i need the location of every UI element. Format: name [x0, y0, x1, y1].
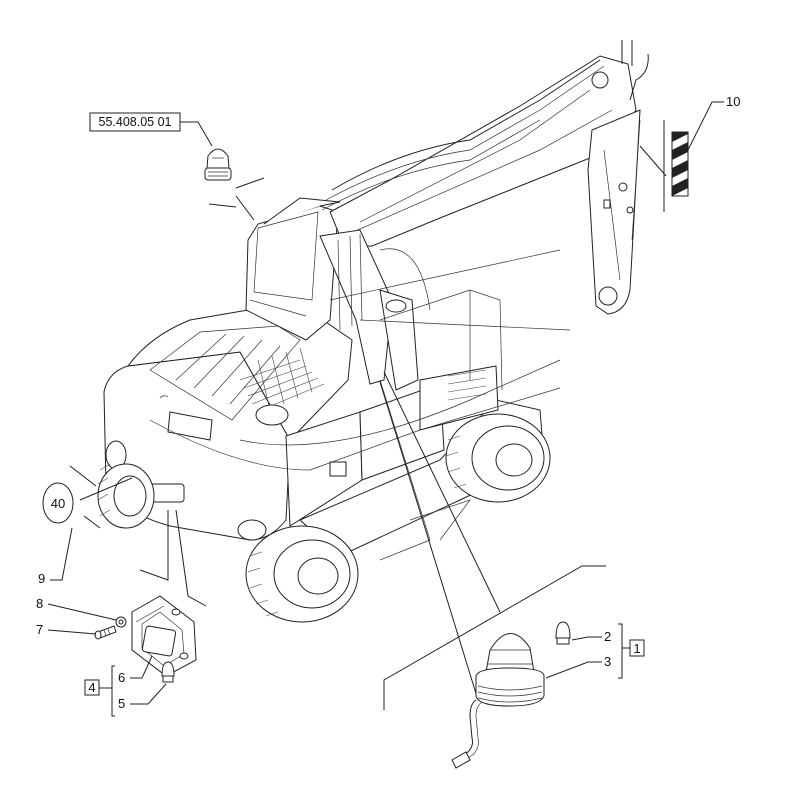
warning-stripe-decal: [639, 120, 689, 212]
callout-2-leader: [571, 636, 602, 641]
engine-hood: [126, 309, 353, 441]
callout-10[interactable]: 10: [687, 94, 740, 151]
callout-8[interactable]: 8: [36, 596, 117, 621]
callout-6-label: 6: [118, 670, 125, 685]
excavator-illustration: [97, 40, 649, 623]
wheel-front-right: [445, 413, 551, 503]
callout-4-bracket: [111, 665, 115, 717]
boom-cylinder: [319, 229, 393, 385]
bulb-beacon-icon: [555, 621, 571, 645]
callout-7-label: 7: [36, 622, 43, 637]
callout-10-leader: [687, 101, 724, 151]
speed-sign[interactable]: 40: [42, 482, 74, 524]
engine-grille: [239, 347, 325, 413]
reference-code: 55.408.05 01: [99, 115, 172, 129]
callout-10-label: 10: [726, 94, 740, 109]
callout-7-leader: [47, 629, 97, 635]
beacon-leaders: [379, 371, 606, 710]
plate-lamp-marks: [139, 509, 207, 607]
callout-2[interactable]: 2: [571, 629, 611, 644]
callout-3-label: 3: [604, 654, 611, 669]
sign-bracket-marks: [69, 465, 133, 529]
rear-lamp-right: [237, 519, 267, 541]
washer-icon: [115, 616, 127, 628]
filter-cap: [255, 404, 289, 426]
bulb-small-icon: [161, 661, 175, 683]
callout-5-label: 5: [118, 696, 125, 711]
callout-6[interactable]: 6: [118, 655, 153, 685]
callout-3[interactable]: 3: [545, 654, 611, 679]
callout-8-leader: [47, 603, 117, 621]
callout-2-label: 2: [604, 629, 611, 644]
beacon-reference-icon: [204, 148, 232, 181]
wheel-rear-right: [245, 525, 359, 623]
callout-1-bracket: [618, 623, 623, 679]
callout-1[interactable]: 1: [618, 623, 645, 679]
callout-7[interactable]: 7: [36, 622, 97, 637]
callout-5-leader: [130, 683, 167, 705]
cut-marks: [208, 177, 265, 221]
plate-lamp-mount: [149, 483, 185, 503]
callout-1-label: 1: [633, 641, 640, 656]
reference-label[interactable]: 55.408.05 01: [89, 112, 213, 147]
callout-8-label: 8: [36, 596, 43, 611]
callout-4-label: 4: [88, 680, 95, 695]
speed-sign-value: 40: [51, 496, 65, 511]
callout-9[interactable]: 9: [38, 527, 73, 586]
plate-lamp-assembly: [131, 595, 197, 677]
callout-1-box: [629, 639, 645, 657]
beacon-connector: [451, 751, 471, 769]
beacon-icon: [451, 633, 545, 769]
callout-9-label: 9: [38, 571, 45, 586]
screw-icon: [94, 625, 117, 640]
speed-sign-circle: [42, 482, 74, 524]
callout-3-leader: [545, 661, 602, 679]
callout-9-leader: [50, 527, 73, 581]
callout-4[interactable]: 4: [84, 665, 115, 717]
arm: [587, 109, 641, 315]
wheel-rear-left: [97, 463, 155, 529]
callout-6-leader: [130, 655, 153, 679]
callout-5[interactable]: 5: [118, 683, 167, 711]
beacon-cable: [461, 699, 477, 757]
reference-leader: [180, 121, 213, 147]
